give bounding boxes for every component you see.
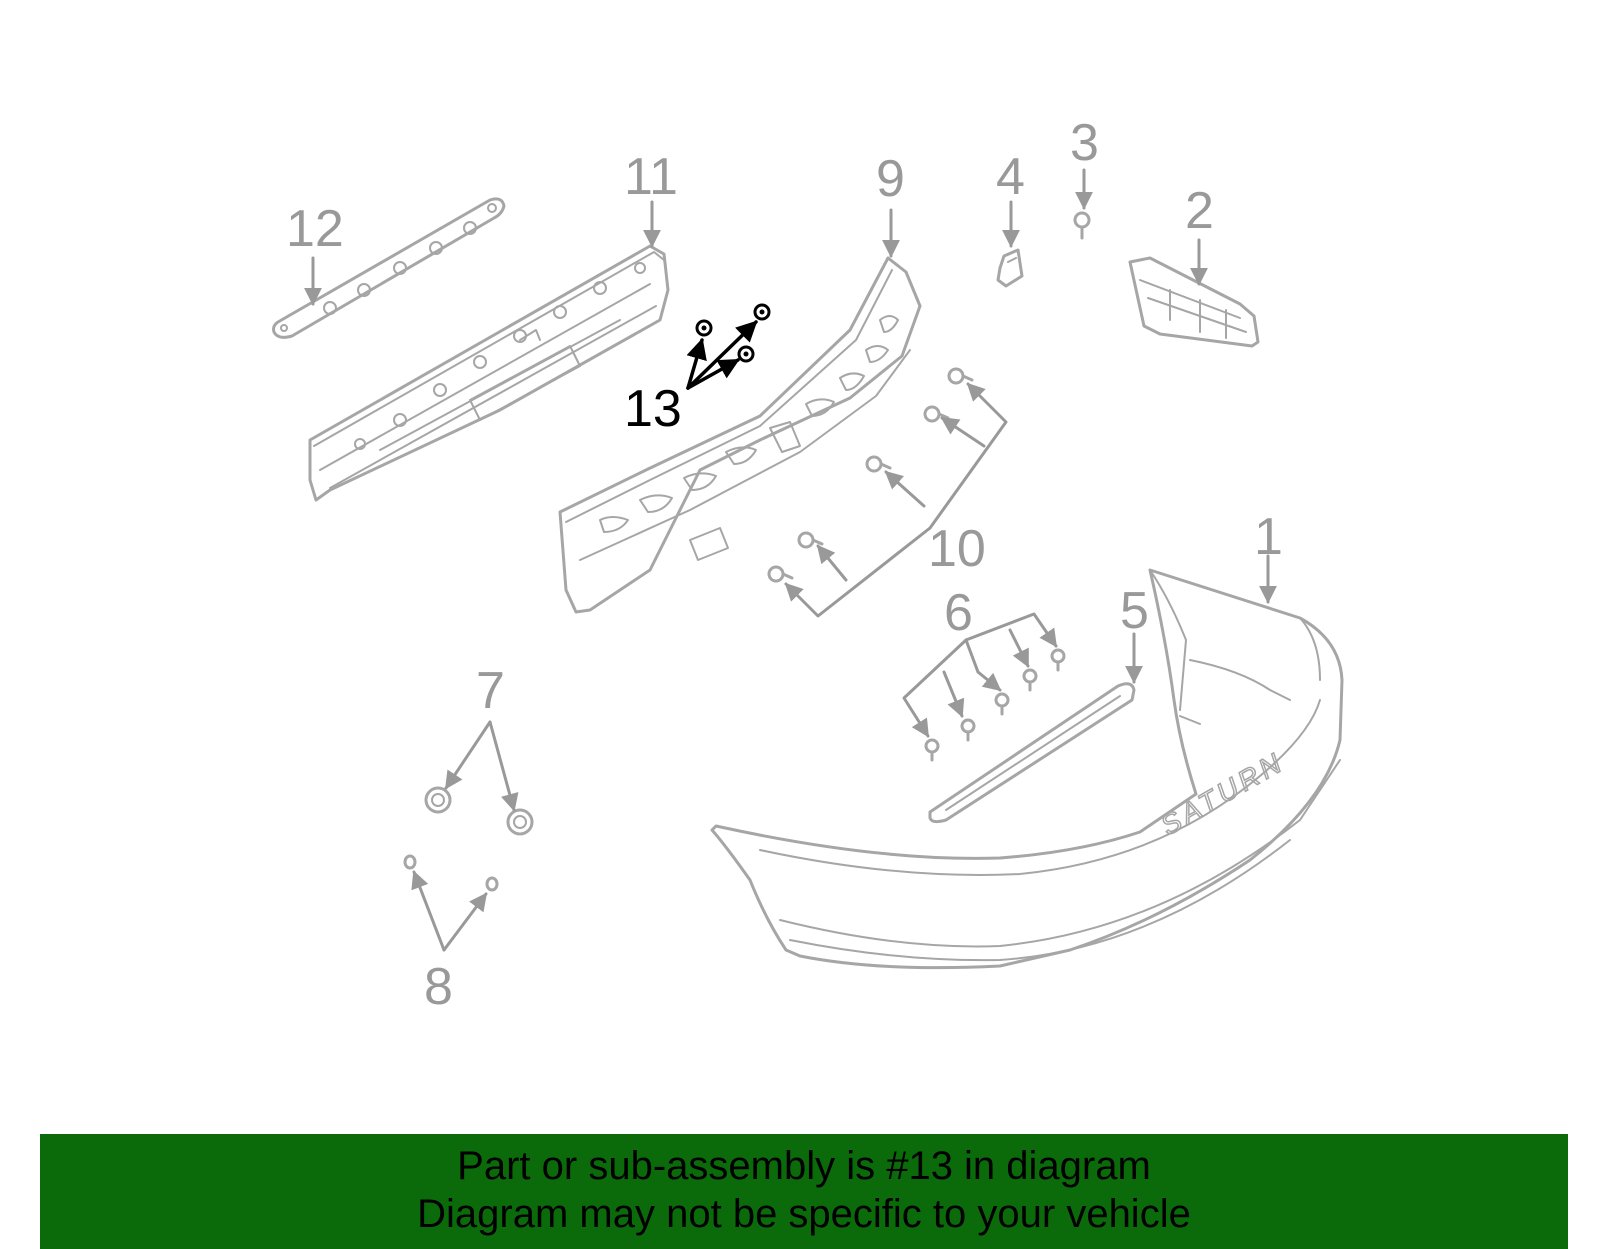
callout-11: 11 [624,148,678,206]
part-13-nuts [695,303,771,363]
callout-10: 10 [928,520,986,578]
part-10-fasteners [767,367,974,583]
banner-line-disclaimer: Diagram may not be specific to your vehi… [417,1192,1191,1236]
part-9-absorber [558,256,922,614]
callout-12: 12 [286,200,344,258]
part-12-bracket-strip [272,197,506,339]
leader-lines [304,168,1277,952]
part-6-clips [924,648,1066,762]
part-2-side-bracket [1128,256,1260,348]
callout-numbers: 1 2 3 4 5 6 7 8 9 10 11 12 13 [286,114,1283,1016]
parts-diagram: SATURN [272,114,1344,1016]
part-5-moulding [928,682,1136,824]
callout-3: 3 [1070,114,1099,172]
callout-4: 4 [996,148,1025,206]
callout-8: 8 [424,958,453,1016]
banner-line-part-number: Part or sub-assembly is #13 in diagram [457,1144,1151,1188]
callout-6: 6 [944,584,973,642]
callout-5: 5 [1120,582,1149,640]
callout-13-highlighted: 13 [624,380,682,438]
callout-7: 7 [476,662,505,720]
callout-9: 9 [876,150,905,208]
part-8-pins [403,854,499,892]
part-7-grommets [424,786,534,836]
part-11-reinforcement [308,244,670,502]
part-4-clip [996,248,1024,288]
callout-1: 1 [1254,508,1283,566]
part-3-pin [1073,211,1091,240]
callout-2: 2 [1185,182,1214,240]
info-banner: Part or sub-assembly is #13 in diagram D… [40,1134,1568,1249]
